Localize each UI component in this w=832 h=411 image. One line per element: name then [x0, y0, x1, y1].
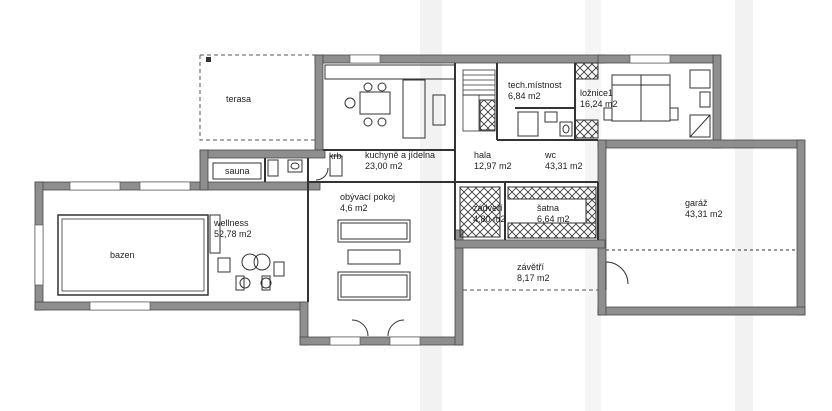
zadveri-area: 4,80 m2	[473, 214, 506, 224]
label-terasa: terasa	[226, 94, 252, 104]
kitchen-furniture	[324, 64, 456, 139]
label-kitchen: kuchyně a jídelna 23,00 m2	[365, 150, 435, 172]
satna-name: šatna	[537, 203, 560, 213]
staircase	[462, 69, 496, 132]
label-hala: hala 12,97 m2	[474, 150, 512, 172]
terrace-outline	[199, 54, 318, 141]
tech-name: tech.místnost	[508, 80, 562, 90]
hala-area: 12,97 m2	[474, 161, 512, 171]
label-zavetri: závětří 8,17 m2	[517, 262, 550, 284]
kitchen-name: kuchyně a jídelna	[365, 150, 436, 160]
label-garage: garáž 43,31 m2	[685, 198, 723, 220]
bathroom-fixtures	[517, 69, 711, 138]
pool	[57, 214, 209, 296]
label-satna: šatna 6,64 m2	[537, 203, 570, 225]
label-tech: tech.místnost 6,84 m2	[508, 80, 562, 102]
tech-area: 6,84 m2	[508, 91, 541, 101]
label-bedroom: ložnice1 16,24 m2	[580, 88, 618, 110]
zavetri-name: závětří	[517, 262, 545, 272]
label-sauna: sauna	[225, 166, 250, 176]
garage-name: garáž	[685, 198, 708, 208]
bed	[603, 74, 679, 122]
living-area: 4,6 m2	[340, 203, 368, 213]
wc-area: 43,31 m2	[545, 161, 583, 171]
bedroom-name: ložnice1	[580, 88, 614, 98]
wc-name: wc	[545, 150, 556, 160]
label-krb: krb	[329, 151, 342, 161]
living-name: obývací pokoj	[340, 192, 396, 202]
label-wellness: wellness 52,78 m2	[214, 218, 252, 240]
label-wc: wc 43,31 m2	[545, 150, 583, 172]
wellness-area: 52,78 m2	[214, 229, 252, 239]
label-bazen: bazen	[110, 250, 135, 260]
label-living: obývací pokoj 4,6 m2	[340, 192, 395, 214]
sauna-fixtures	[212, 155, 343, 180]
kitchen-area: 23,00 m2	[365, 161, 403, 171]
label-zadveri: zádveří 4,80 m2	[473, 203, 506, 225]
interior-walls	[264, 63, 599, 302]
zadveri-name: zádveří	[473, 203, 503, 213]
wellness-furniture	[217, 253, 285, 291]
zavetri-area: 8,17 m2	[517, 273, 550, 283]
satna-area: 6,64 m2	[537, 214, 570, 224]
wardrobes	[459, 62, 599, 239]
living-furniture	[315, 167, 411, 337]
wellness-name: wellness	[214, 218, 249, 228]
hala-name: hala	[474, 150, 492, 160]
garage-door	[605, 249, 797, 290]
garage-area: 43,31 m2	[685, 209, 723, 219]
bedroom-area: 16,24 m2	[580, 99, 618, 109]
windows	[34, 54, 671, 346]
